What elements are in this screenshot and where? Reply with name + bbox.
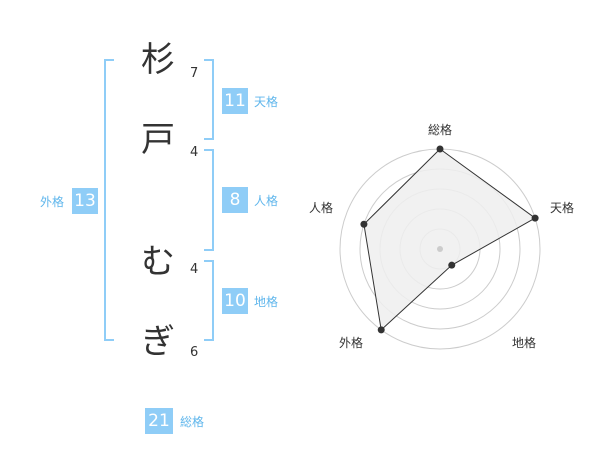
name-char-2: 戸	[141, 120, 175, 160]
radar-axis-label-1: 総格	[428, 123, 453, 137]
tenkaku-value: 11	[222, 88, 248, 114]
radar-point	[531, 214, 539, 222]
radar-point	[360, 220, 368, 228]
name-char-1: 杉	[141, 40, 175, 80]
soukaku-value: 21	[145, 408, 173, 434]
name-char-4: ぎ	[141, 322, 175, 362]
chikaku-label: 地格	[254, 295, 279, 309]
radar-axis-label-2: 天格	[550, 201, 575, 215]
gaikaku-value: 13	[72, 188, 98, 214]
radar-point	[377, 326, 385, 334]
jinkaku-value: 8	[222, 187, 248, 213]
soukaku-label: 総格	[180, 415, 205, 429]
radar-axis-label-4: 外格	[339, 336, 364, 350]
chikaku-value: 10	[222, 288, 248, 314]
radar-polygon	[363, 148, 537, 331]
stroke-count-3: 4	[190, 262, 199, 277]
stroke-count-1: 7	[190, 66, 199, 81]
gaikaku-label: 外格	[40, 195, 65, 209]
stroke-count-4: 6	[190, 345, 199, 360]
tenkaku-label: 天格	[254, 95, 279, 109]
radar-point	[436, 145, 444, 153]
radar-point	[448, 261, 456, 269]
name-char-3: む	[141, 242, 175, 282]
stroke-count-2: 4	[190, 145, 199, 160]
radar-axis-label-5: 人格	[309, 201, 334, 215]
jinkaku-label: 人格	[254, 194, 279, 208]
radar-axis-label-3: 地格	[512, 336, 537, 350]
radar-center	[437, 246, 443, 252]
